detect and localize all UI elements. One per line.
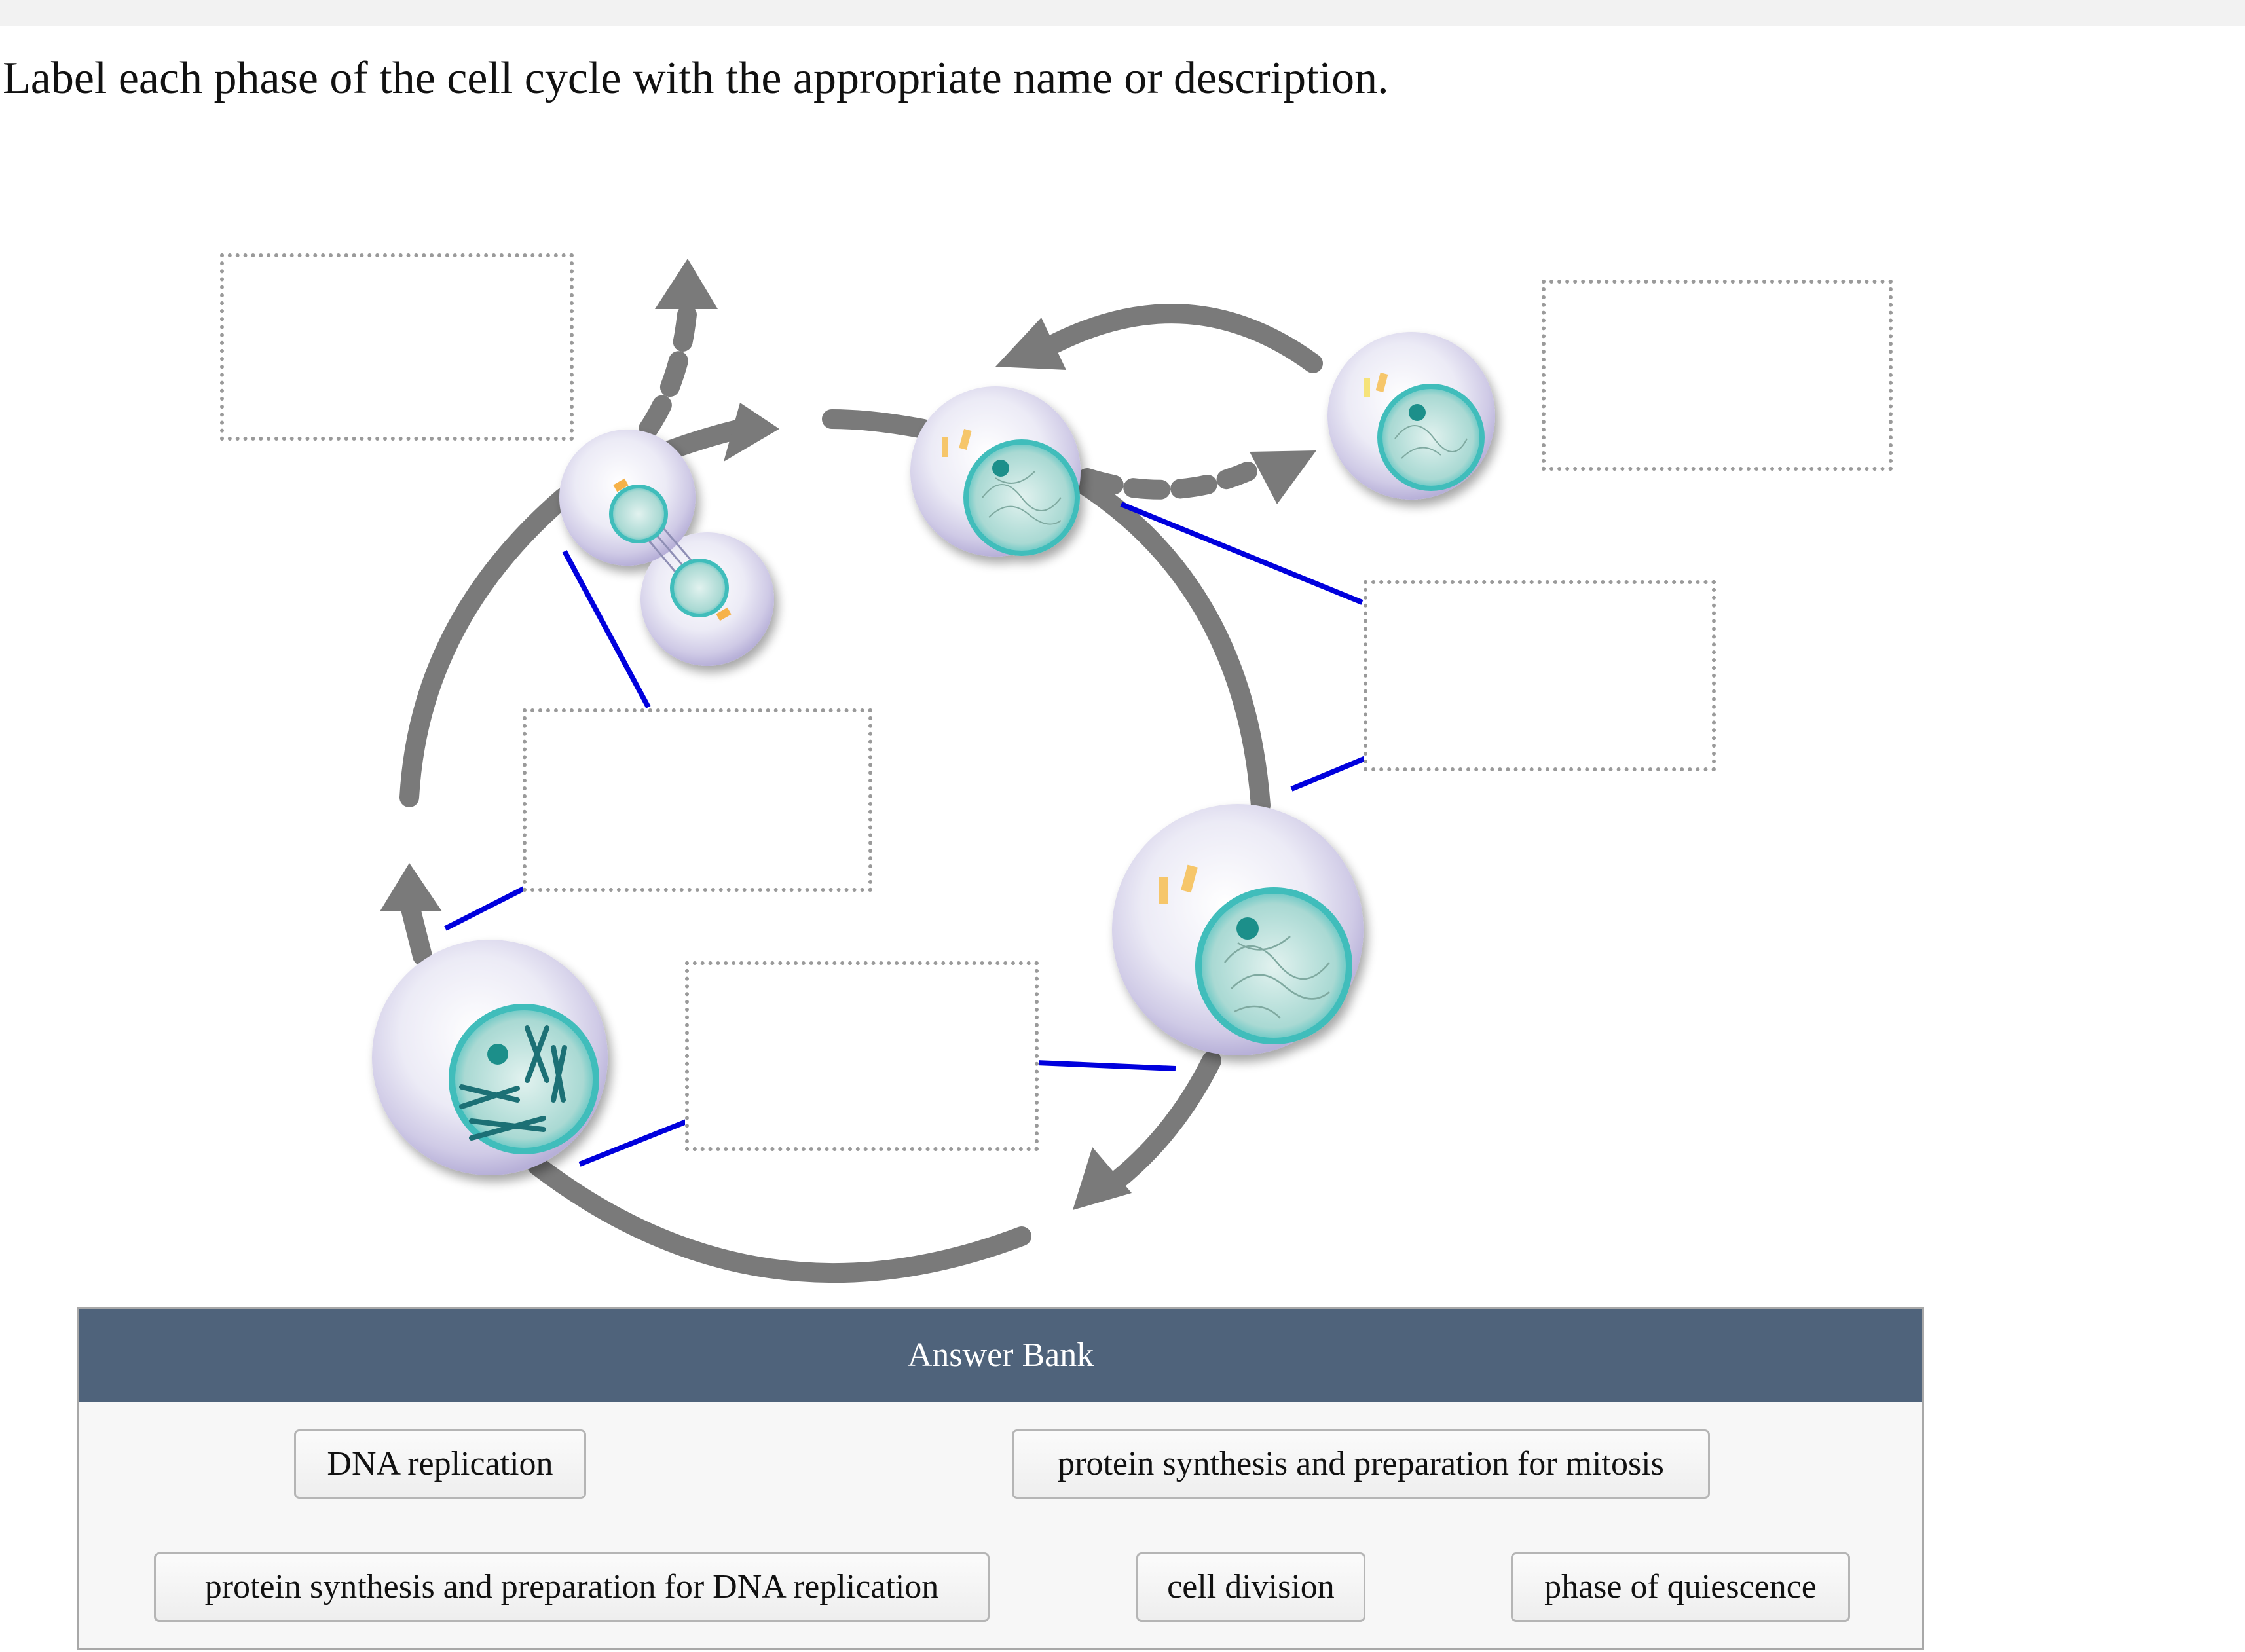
cycle-arc-bottom	[527, 1156, 1031, 1283]
g0-return-arc	[1045, 304, 1323, 373]
g0-dashed-arrow	[1077, 462, 1257, 500]
leader-line-left	[444, 885, 527, 931]
question-instruction: Label each phase of the cell cycle with …	[3, 53, 1389, 103]
drop-zone-cytokinesis[interactable]	[220, 253, 574, 441]
g2-cell	[1112, 804, 1364, 1055]
g0-cell	[1327, 332, 1495, 500]
answer-chip-protein-synthesis-dna-replication[interactable]: protein synthesis and preparation for DN…	[154, 1552, 990, 1622]
lowright-arrowhead-icon	[1073, 1147, 1132, 1210]
drop-zone-g1[interactable]	[1364, 580, 1716, 771]
cell-cycle-diagram	[372, 259, 1495, 1283]
drop-zone-mitosis[interactable]	[523, 708, 872, 892]
leader-line-mitosis	[578, 1119, 688, 1167]
answer-chip-cell-division[interactable]: cell division	[1136, 1552, 1365, 1622]
top-arrowhead-icon	[724, 403, 779, 462]
g1-cell	[910, 386, 1081, 557]
leader-line-cytokinesis	[562, 550, 651, 708]
answer-chip-protein-synthesis-mitosis[interactable]: protein synthesis and preparation for mi…	[1012, 1429, 1710, 1499]
cycle-arc-lowright	[1097, 1051, 1221, 1198]
drop-zone-g2[interactable]	[685, 961, 1039, 1151]
cycle-arc-left	[399, 488, 573, 807]
mitosis-cell	[372, 940, 608, 1175]
answer-bank-title: Answer Bank	[79, 1309, 1922, 1402]
leader-line-g1	[1120, 502, 1364, 605]
g0-arrowhead-icon	[1250, 450, 1316, 504]
drop-zone-g0[interactable]	[1542, 280, 1893, 471]
top-strip	[0, 0, 2245, 26]
cycle-arc-right	[1074, 475, 1271, 815]
answer-bank: Answer Bank DNA replication protein synt…	[77, 1307, 1924, 1650]
cycle-arc-top	[822, 409, 933, 439]
exit-dashed-arrow	[639, 298, 697, 439]
exit-arrowhead-icon	[655, 259, 718, 309]
g0-return-arrowhead-icon	[995, 318, 1066, 370]
dividing-cell	[559, 430, 774, 666]
lowleft-arrowhead-icon	[380, 863, 442, 911]
leader-line-s	[1290, 756, 1367, 792]
answer-chip-dna-replication[interactable]: DNA replication	[294, 1429, 586, 1499]
answer-chip-phase-of-quiescence[interactable]: phase of quiescence	[1511, 1552, 1850, 1622]
leader-line-g2	[1036, 1060, 1176, 1071]
